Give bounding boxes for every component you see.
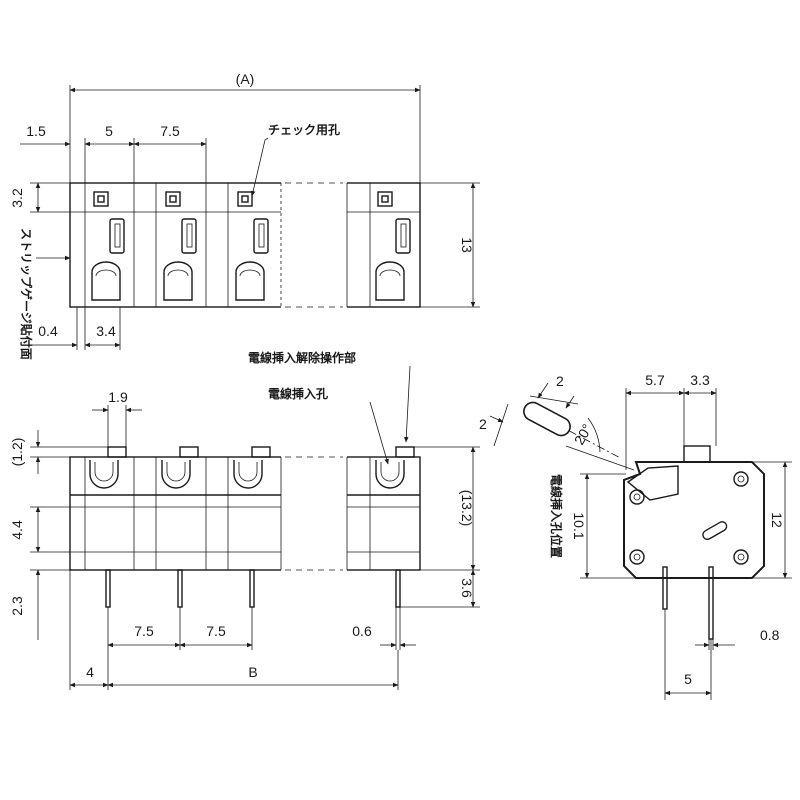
- dim-5: 5: [105, 123, 113, 139]
- label-insert-hole: 電線挿入孔: [268, 386, 328, 401]
- dim-2-3: 2.3: [9, 596, 25, 616]
- dim-20deg: 20°: [571, 421, 595, 447]
- dim-1-9: 1.9: [108, 389, 128, 405]
- dim-4-4: 4.4: [9, 520, 25, 540]
- dim-5-7: 5.7: [645, 372, 665, 388]
- label-insert-pos: 電線挿入孔位置: [549, 474, 564, 558]
- dim-13-2: (13.2): [459, 490, 475, 527]
- dim-5-side: 5: [684, 671, 692, 687]
- dim-10-1: 10.1: [571, 512, 587, 539]
- dim-7-5-a: 7.5: [134, 623, 154, 639]
- dim-7-5: 7.5: [160, 123, 180, 139]
- dim-12: 12: [769, 512, 785, 528]
- dim-B: B: [248, 664, 257, 680]
- top-pole-4: [375, 191, 411, 301]
- dim-3-2: 3.2: [9, 188, 25, 208]
- label-release: 電線挿入解除操作部: [248, 350, 356, 365]
- dim-4: 4: [86, 664, 94, 680]
- top-pole-2: [163, 191, 197, 301]
- dim-1-2: (1.2): [9, 438, 25, 467]
- dim-0-8: 0.8: [760, 627, 780, 643]
- dim-13: 13: [459, 237, 475, 253]
- top-pole-1: [91, 191, 125, 301]
- label-strip-gauge: ストリップゲージ貼付面: [19, 228, 34, 360]
- dim-1-5: 1.5: [26, 123, 46, 139]
- dim-2-b: 2: [479, 416, 487, 432]
- top-pole-3: [235, 191, 269, 301]
- dim-A: (A): [236, 71, 255, 87]
- top-view-body: [69, 182, 421, 308]
- dim-3-3: 3.3: [690, 372, 710, 388]
- front-view: 1.9 (1.2) 4.4 2.3 (13.2) 3.6 7.5 7.5: [9, 350, 480, 690]
- side-view: 2 2 20° 5.7 3.3 10.1 電線挿入孔位置 12 0.8: [479, 372, 792, 700]
- side-body: [623, 461, 765, 579]
- dim-0-6: 0.6: [352, 623, 372, 639]
- dim-2-a: 2: [556, 373, 564, 389]
- dim-7-5-b: 7.5: [206, 623, 226, 639]
- dim-0-4: 0.4: [38, 323, 58, 339]
- front-view-body: [69, 456, 421, 571]
- label-check-hole: チェック用孔: [268, 123, 340, 137]
- dim-3-6: 3.6: [459, 578, 475, 598]
- dim-3-4: 3.4: [96, 323, 116, 339]
- top-view: (A) 1.5 5 7.5 チェック用孔 3.2 13 ストリップゲージ貼付面: [9, 71, 480, 360]
